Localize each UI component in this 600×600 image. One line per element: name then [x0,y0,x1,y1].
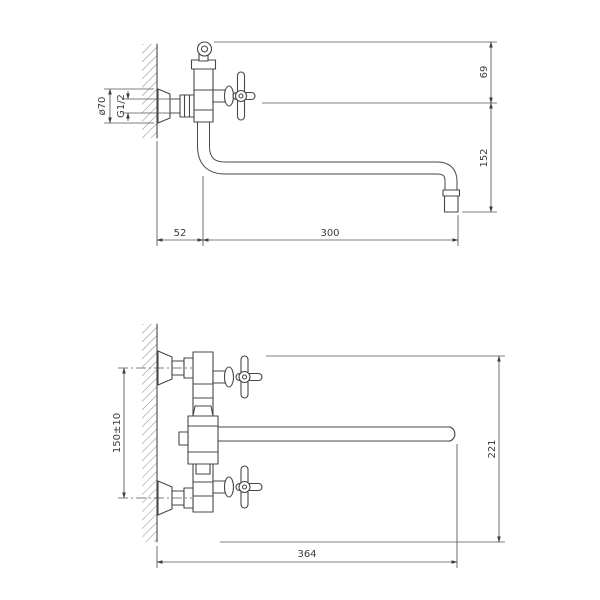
dim-overall-height: 221 [220,355,505,543]
handle-center-screw [241,484,248,490]
top-wall [142,43,158,139]
dim-label-overall-width: 364 [297,549,316,560]
dim-label-spout-drop: 152 [479,148,490,167]
dim-spout-reach: 300 [202,215,459,246]
handle-stem [212,370,226,384]
handle-hub [223,366,235,388]
dim-overall-width: 364 [156,444,458,568]
handle-center-cap [234,89,248,103]
spout-tube-outer [197,118,458,191]
front-cartridge-cap [192,405,214,417]
top-faucet-body [190,59,217,123]
top-cross-handle [212,71,256,121]
holder-ring-inner [200,45,209,53]
dim-label-mount-spacing: 150±10 [112,413,123,453]
handle-center-cap [238,370,251,384]
front-view-dimensions: 150±10 221 364 [112,355,505,568]
top-view-dimensions: ø70 G1/2 69 152 52 [97,41,497,246]
front-side-knob [178,431,189,446]
dim-wall-offset: 52 [156,141,204,246]
aerator-body [443,195,459,213]
front-top-nut [183,357,194,379]
front-bottom-nut [183,487,194,509]
dim-flange-diameter: ø70 [97,88,154,124]
top-view [142,41,461,213]
top-wall-hatching [142,44,157,138]
front-cross-handle-bottom [212,465,263,509]
top-wall-connection [157,88,195,124]
dim-label-spout-reach: 300 [320,228,339,239]
front-wall-hatching [142,324,157,542]
handle-hub [223,476,235,498]
top-shower-holder [196,41,213,62]
dim-thread-size: G1/2 [116,91,178,121]
handle-stem [212,480,226,494]
front-view [142,323,456,543]
front-spout [214,426,456,442]
holder-ring-outer [196,41,213,57]
body-column [193,67,214,123]
handle-center-screw [238,93,244,99]
front-bottom-flange [157,480,173,516]
front-cross-handle-top [212,355,263,399]
front-diverter [195,463,211,475]
dim-label-overall-height: 221 [487,439,498,458]
dim-label-thread-size: G1/2 [116,94,127,118]
front-spout-end-cap [448,426,456,442]
handle-stem [212,89,226,103]
handle-hub [223,85,235,107]
dim-label-wall-offset: 52 [174,228,187,239]
wall-flange [157,88,171,124]
dim-holder-height: 69 [214,41,497,104]
front-wall [142,323,158,543]
front-body [178,351,219,513]
front-top-flange [157,350,173,386]
front-mixer-body [187,415,219,465]
dim-label-flange-diameter: ø70 [97,97,108,116]
aerator-collar [442,189,461,197]
top-spout [197,118,461,213]
handle-center-screw [241,374,248,380]
spout-tube-inner [198,118,457,191]
connection-nut [179,94,195,118]
handle-center-cap [238,480,251,494]
dim-mount-spacing: 150±10 [112,367,192,499]
front-mount-bottom [157,480,194,516]
dim-label-holder-height: 69 [479,66,490,79]
dim-spout-drop: 152 [462,102,497,213]
